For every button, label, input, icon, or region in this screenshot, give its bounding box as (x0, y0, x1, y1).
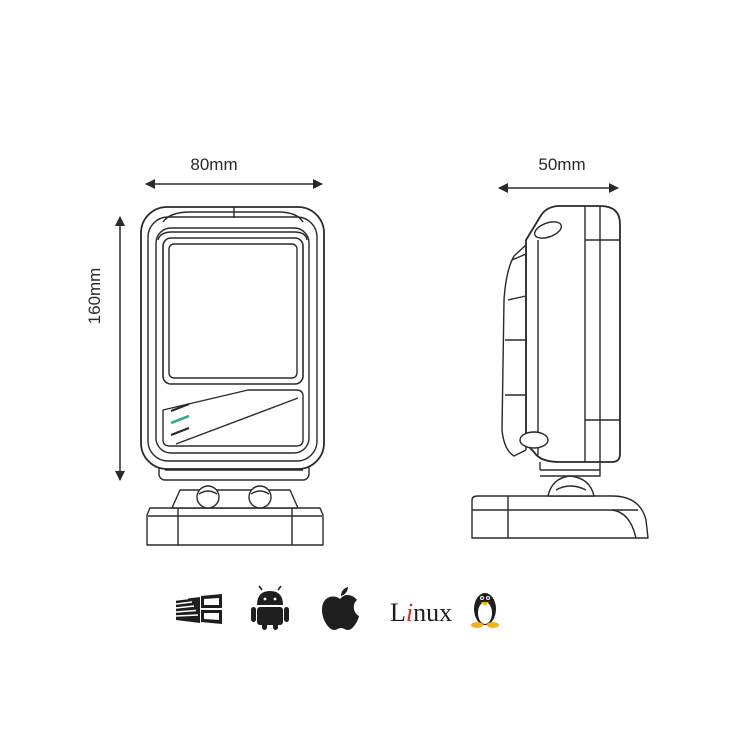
linux-tux-icon (471, 593, 499, 628)
front-lower-panel (162, 389, 304, 447)
scanner-side-view (471, 205, 649, 539)
front-scan-window (162, 237, 304, 385)
side-bottom-port (519, 431, 549, 449)
side-top-lens (533, 221, 563, 239)
height-label: 160mm (85, 268, 104, 325)
front-led-top (170, 402, 190, 413)
front-led-green (170, 414, 190, 425)
linux-wordmark: Linux (390, 598, 452, 627)
windows-icon (175, 594, 222, 624)
depth-label: 50mm (538, 155, 585, 174)
front-base (146, 507, 324, 546)
linux-logo: Linux (390, 593, 499, 628)
width-dimension: 80mm (145, 155, 323, 189)
android-icon (251, 585, 289, 630)
front-neck (171, 489, 299, 509)
front-joint-right (248, 485, 272, 509)
side-back-shell (501, 244, 527, 457)
front-joint-left (196, 485, 220, 509)
front-bezel (155, 227, 310, 454)
front-head-outer (140, 206, 325, 470)
side-base (471, 495, 649, 539)
depth-dimension: 50mm (498, 155, 619, 193)
width-label: 80mm (190, 155, 237, 174)
scanner-front-view (140, 206, 325, 546)
side-body (525, 205, 621, 463)
apple-icon (322, 587, 359, 630)
height-dimension: 160mm (85, 216, 125, 481)
front-led-bottom (170, 426, 190, 437)
